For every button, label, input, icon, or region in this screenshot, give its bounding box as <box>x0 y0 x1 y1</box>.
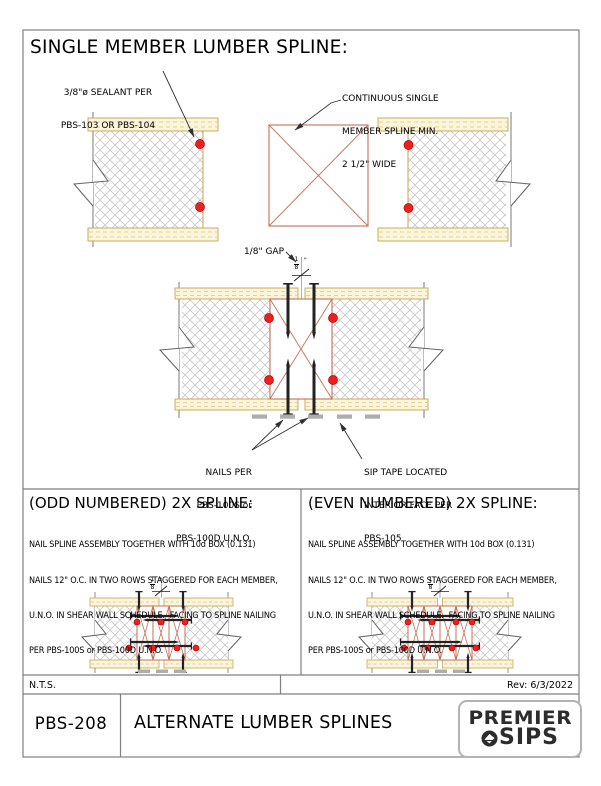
odd-panel-title: (ODD NUMBERED) 2X SPLINE: <box>29 494 254 512</box>
even-spline-diagram <box>357 578 523 674</box>
sip-tape <box>417 669 465 673</box>
odd-panel-body: NAIL SPLINE ASSEMBLY TOGETHER WITH 10d B… <box>29 517 278 669</box>
even-body-line1: NAIL SPLINE ASSEMBLY TOGETHER WITH 10d B… <box>308 540 535 551</box>
sealant-dot <box>403 203 414 213</box>
odd-body-line1: NAIL SPLINE ASSEMBLY TOGETHER WITH 10d B… <box>29 540 256 551</box>
spline-member <box>269 298 333 400</box>
spline-leader <box>294 99 342 131</box>
even-body-line4: PER PBS-100S or PBS-100D U.N.O. <box>308 645 443 656</box>
sealant-dot <box>264 313 274 323</box>
sealant-dot <box>195 202 205 212</box>
even-dim-unit: " <box>437 577 440 584</box>
nails-callout: NAILS PER PBS-100S or PBS-100D U.N.O. <box>168 446 252 556</box>
odd-gap-dimension: 1 8 <box>150 576 155 591</box>
sealant-callout-line2: PBS-103 OR PBS-104 <box>60 121 156 131</box>
nails-callout-line3: PBS-100D U.N.O. <box>176 534 252 544</box>
dimension-tick <box>293 268 310 282</box>
even-dim-numerator: 1 <box>428 576 433 585</box>
break-symbol <box>72 159 109 207</box>
even-body-line2: NAILS 12" O.C. IN TWO ROWS STAGGERED FOR… <box>308 575 557 586</box>
sealant-callout: 3/8"ø SEALANT PER PBS-103 OR PBS-104 <box>52 66 164 143</box>
gap-dimension: 1 8 <box>294 256 299 271</box>
sealant-dot <box>403 140 414 150</box>
spline-callout-line1: CONTINUOUS SINGLE <box>342 94 439 104</box>
osb-skin <box>377 117 509 132</box>
sealant-dot <box>195 139 205 149</box>
sealant-callout-line1: 3/8"ø SEALANT PER <box>63 88 153 98</box>
foam-core <box>408 131 506 228</box>
osb-skin <box>89 597 234 669</box>
tape-callout: SIP TAPE LOCATED INTERIOR FACE PER PBS-1… <box>364 446 452 556</box>
nails-leader <box>251 417 309 451</box>
brand-sips-row: SIPS <box>481 725 559 750</box>
gap-dim-denominator: 8 <box>294 263 299 271</box>
osb-skin <box>87 117 219 132</box>
nails-callout-line1: NAILS PER <box>205 468 253 478</box>
leader-lines <box>162 70 363 460</box>
top-left-sip-panel <box>72 112 219 247</box>
osb-skin <box>304 398 429 411</box>
odd-body-line3: U.N.O. IN SHEAR WALL SCHEDULE. FACING TO… <box>29 610 276 621</box>
tape-callout-line2: INTERIOR FACE PER <box>364 501 453 511</box>
osb-skin <box>304 287 429 300</box>
odd-dim-unit: " <box>159 577 162 584</box>
gap-dim-unit: " <box>304 257 307 264</box>
odd-body-line2: NAILS 12" O.C. IN TWO ROWS STAGGERED FOR… <box>29 575 278 586</box>
gap-dim-numerator: 1 <box>294 256 299 265</box>
sips-panel-icon <box>481 730 498 746</box>
even-body-line3: U.N.O. IN SHEAR WALL SCHEDULE. FACING TO… <box>308 610 555 621</box>
odd-spline-diagram <box>80 578 243 674</box>
sheet-title: ALTERNATE LUMBER SPLINES <box>134 713 393 733</box>
sip-tape <box>252 414 380 419</box>
gap-leader <box>285 251 297 263</box>
sheet-number: PBS-208 <box>34 714 108 733</box>
spline-callout: CONTINUOUS SINGLE MEMBER SPLINE MIN. 2 1… <box>342 72 439 182</box>
break-symbol <box>408 326 445 372</box>
gap-callout: 1/8" GAP <box>243 247 284 257</box>
single-member-spline <box>268 124 369 227</box>
even-panel-title: (EVEN NUMBERED) 2X SPLINE: <box>308 494 538 512</box>
foam-core <box>182 299 270 399</box>
brand-premier: PREMIER <box>468 707 572 729</box>
sealant-dot <box>328 375 338 385</box>
sealant-dot <box>264 375 274 385</box>
sealant-leader <box>162 70 195 138</box>
osb-skin <box>174 287 299 300</box>
tape-callout-line1: SIP TAPE LOCATED <box>364 468 448 478</box>
even-dim-denominator: 8 <box>428 583 433 591</box>
break-symbol <box>158 326 195 372</box>
odd-dim-denominator: 8 <box>150 583 155 591</box>
sheet-border <box>22 29 580 758</box>
top-right-sip-panel <box>377 112 532 247</box>
sealant-dot <box>328 313 338 323</box>
sip-tape <box>138 669 186 673</box>
odd-body-line4: PER PBS-100S or PBS-100D U.N.O. <box>29 645 164 656</box>
nails-leader <box>251 419 284 451</box>
even-gap-dimension: 1 8 <box>428 576 433 591</box>
spline-callout-line3: 2 1/2" WIDE <box>342 160 397 170</box>
sealant-dots <box>125 618 200 652</box>
revision-note: Rev: 6/3/2022 <box>506 680 573 691</box>
nails-callout-line2: PBS-100S or <box>196 501 252 511</box>
spline-callout-line2: MEMBER SPLINE MIN. <box>342 127 439 137</box>
odd-dim-numerator: 1 <box>150 576 155 585</box>
brand-sips: SIPS <box>499 725 559 750</box>
even-panel-body: NAIL SPLINE ASSEMBLY TOGETHER WITH 10d B… <box>308 517 557 669</box>
osb-skin <box>377 227 509 242</box>
osb-skin <box>366 597 514 669</box>
scale-note: N.T.S. <box>29 680 56 691</box>
break-symbol <box>495 159 532 207</box>
assembled-joint-detail <box>158 257 445 419</box>
main-detail-title: SINGLE MEMBER LUMBER SPLINE: <box>30 37 349 58</box>
tape-callout-line3: PBS-105 <box>364 534 402 544</box>
foam-core <box>95 131 203 228</box>
osb-skin <box>87 227 219 242</box>
sealant-dots <box>400 618 480 652</box>
foam-core <box>332 299 421 399</box>
osb-skin <box>174 398 299 411</box>
tape-leader <box>339 422 363 460</box>
premier-sips-logo: PREMIER SIPS <box>458 700 582 758</box>
